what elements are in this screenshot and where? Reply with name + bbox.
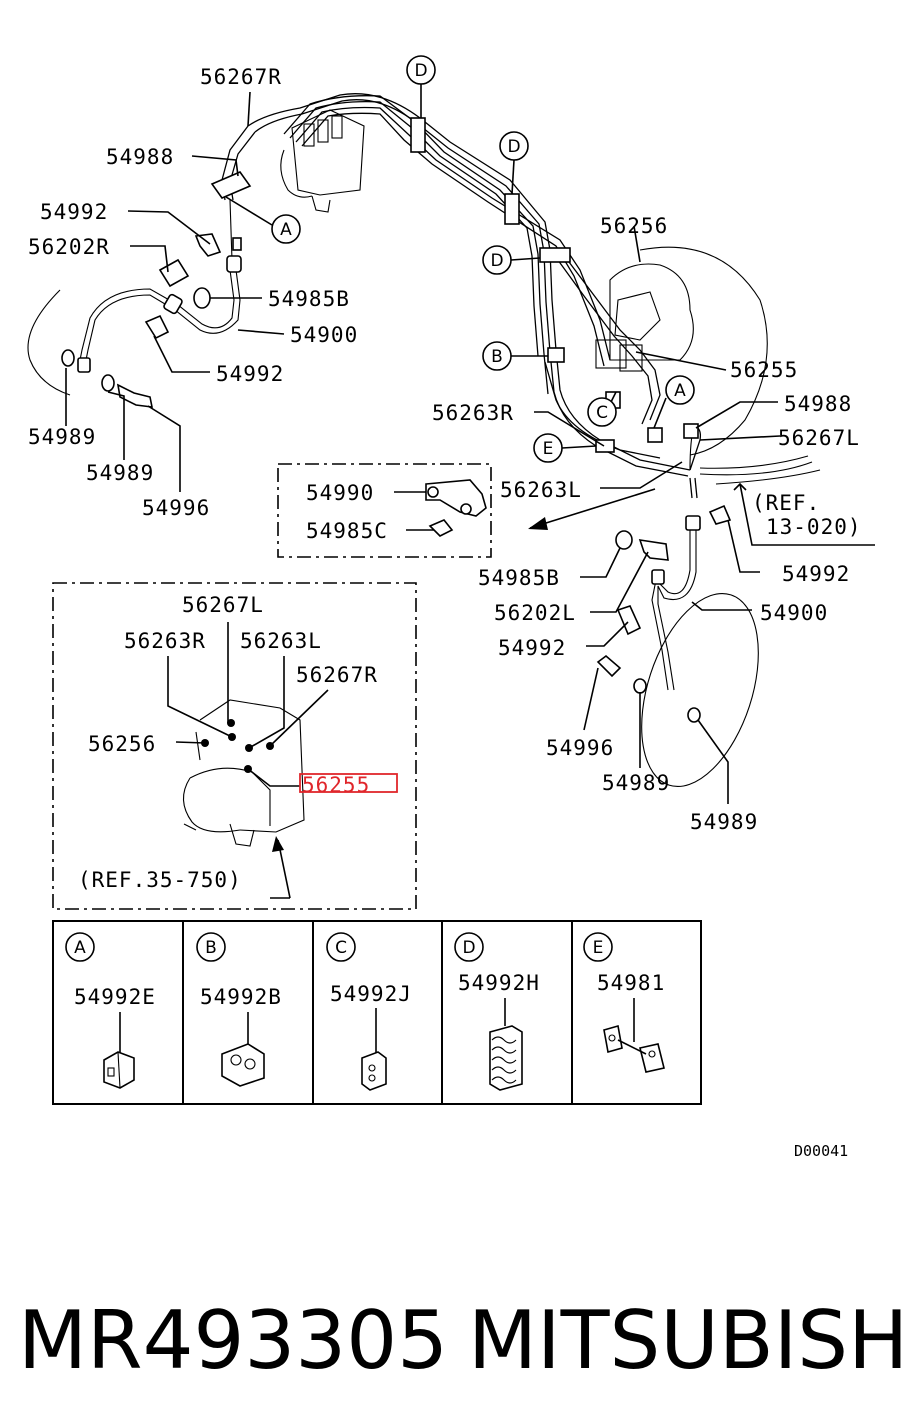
callout-a-right: A xyxy=(665,375,695,405)
part-label-56263L: 56263L xyxy=(500,478,582,502)
clip-legend-table: A 54992E B 54992B C 54992J xyxy=(52,920,702,1105)
inset-label-56267R: 56267R xyxy=(296,663,378,687)
part-label-54900: 54900 xyxy=(760,601,828,625)
inset-box xyxy=(52,582,417,910)
legend-part-label: 54992J xyxy=(330,982,412,1006)
callout-c: C xyxy=(587,397,617,427)
legend-cell-d: D 54992H xyxy=(454,932,540,1091)
svg-text:A: A xyxy=(674,381,686,401)
svg-text:B: B xyxy=(205,938,217,958)
part-label-54900: 54900 xyxy=(290,323,358,347)
part-label-54992: 54992 xyxy=(782,562,850,586)
svg-text:D: D xyxy=(462,938,475,958)
part-label-56202R: 56202R xyxy=(28,235,110,259)
part-label-56256: 56256 xyxy=(600,214,668,238)
reference-label: (REF. xyxy=(752,491,820,515)
legend-part-label: 54992E xyxy=(74,985,156,1009)
clip-54992e-icon xyxy=(103,1051,135,1089)
part-label-54990: 54990 xyxy=(306,481,374,505)
legend-part-label: 54992B xyxy=(200,985,282,1009)
part-label-54989: 54989 xyxy=(690,810,758,834)
svg-text:C: C xyxy=(596,403,608,423)
right-brake-hose xyxy=(596,425,759,788)
inset-label-56256: 56256 xyxy=(88,732,156,756)
svg-text:B: B xyxy=(491,347,503,367)
callout-a-left: A xyxy=(271,214,301,244)
part-label-54996: 54996 xyxy=(546,736,614,760)
detail-arrow xyxy=(528,488,656,530)
inset-label-56263L: 56263L xyxy=(240,629,322,653)
crossmember-outline xyxy=(699,455,875,546)
svg-text:E: E xyxy=(593,938,604,958)
callout-d-lower: D xyxy=(482,245,512,275)
svg-text:A: A xyxy=(74,938,86,958)
part-label-54989: 54989 xyxy=(28,425,96,449)
brake-booster xyxy=(595,246,768,456)
svg-text:A: A xyxy=(280,220,292,240)
svg-text:D: D xyxy=(490,251,503,271)
reference-label: 13-020) xyxy=(766,515,862,539)
part-number-title: MR493305 xyxy=(18,1294,448,1387)
part-label-56263R: 56263R xyxy=(432,401,514,425)
part-label-54992: 54992 xyxy=(40,200,108,224)
inset-label-56255-highlighted: 56255 xyxy=(302,773,370,797)
part-labels: 56267R 54988 54992 56202R 54985B 54900 5… xyxy=(28,65,862,892)
legend-cell-c: C 54992J xyxy=(326,932,412,1091)
reference-label: (REF.35-750) xyxy=(78,868,242,892)
detail-box xyxy=(277,463,492,558)
svg-text:E: E xyxy=(543,439,554,459)
drawing-code: D00041 xyxy=(794,1142,848,1160)
clip-54992j-icon xyxy=(361,1051,387,1091)
part-label-54992: 54992 xyxy=(216,362,284,386)
highlight-box xyxy=(299,773,398,793)
part-label-54988: 54988 xyxy=(784,392,852,416)
part-label-54992: 54992 xyxy=(498,636,566,660)
inset-label-56267L: 56267L xyxy=(182,593,264,617)
svg-text:D: D xyxy=(414,61,427,81)
pipe-clips xyxy=(410,117,699,453)
part-label-54985B: 54985B xyxy=(268,287,350,311)
part-label-54989: 54989 xyxy=(602,771,670,795)
clamp-54981-icon xyxy=(603,1024,665,1073)
part-label-54985B: 54985B xyxy=(478,566,560,590)
legend-part-label: 54981 xyxy=(597,971,665,995)
legend-cell-a: A 54992E xyxy=(65,932,156,1089)
part-label-54996: 54996 xyxy=(142,496,210,520)
hydraulic-unit-top xyxy=(280,109,365,213)
inset-label-56263R: 56263R xyxy=(124,629,206,653)
clip-54992h-icon xyxy=(489,1025,523,1091)
legend-part-label: 54992H xyxy=(458,971,540,995)
callout-e: E xyxy=(533,433,563,463)
brand-title: MITSUBISHI xyxy=(468,1294,909,1387)
svg-text:C: C xyxy=(335,938,347,958)
part-label-54988: 54988 xyxy=(106,145,174,169)
legend-cell-e: E 54981 xyxy=(583,932,665,1073)
part-label-56202L: 56202L xyxy=(494,601,576,625)
callout-d-top: D xyxy=(406,55,436,85)
legend-cell-b: B 54992B xyxy=(196,932,282,1087)
part-label-56255: 56255 xyxy=(730,358,798,382)
part-label-56267R: 56267R xyxy=(200,65,282,89)
leader-lines xyxy=(65,84,781,804)
callout-d-mid: D xyxy=(499,131,529,161)
part-label-54985C: 54985C xyxy=(306,519,388,543)
callout-circles: D D D A B C A E xyxy=(271,55,695,463)
callout-b: B xyxy=(482,341,512,371)
part-label-56267L: 56267L xyxy=(778,426,860,450)
svg-text:D: D xyxy=(507,137,520,157)
part-label-54989: 54989 xyxy=(86,461,154,485)
clip-54992b-icon xyxy=(221,1043,265,1087)
